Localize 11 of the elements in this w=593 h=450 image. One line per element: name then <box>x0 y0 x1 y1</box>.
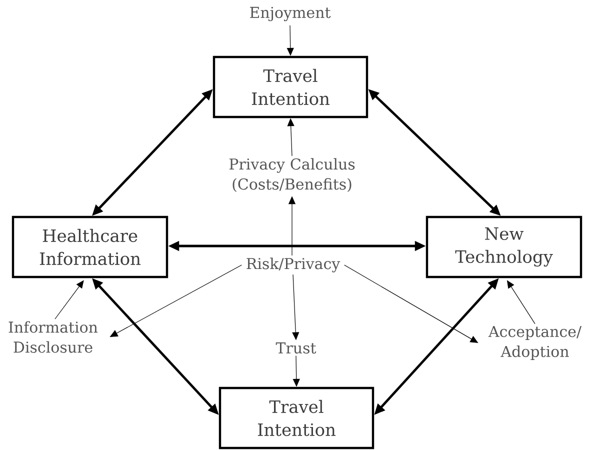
concept-box: Travel Intention <box>218 386 374 450</box>
concept-box: Healthcare Information <box>12 216 168 278</box>
factor-text: Risk/Privacy <box>246 258 340 272</box>
factor-text: Trust <box>276 342 316 354</box>
factor-text: Acceptance/ Adoption <box>488 326 582 360</box>
factor-text: Enjoyment <box>250 6 331 22</box>
factor-text: Privacy Calculus (Costs/Benefits) <box>229 158 355 192</box>
concept-box: New Technology <box>426 216 582 278</box>
concept-box: Travel Intention <box>212 56 368 118</box>
arrow <box>54 280 84 320</box>
factor-text: Information Disclosure <box>8 321 98 353</box>
